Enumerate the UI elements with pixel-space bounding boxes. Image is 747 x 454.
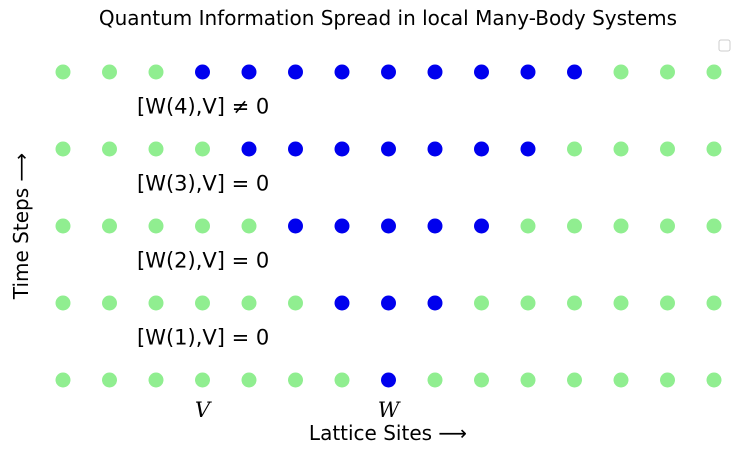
inactive-site-dot [474,372,489,388]
inactive-site-dot [241,295,257,311]
inactive-site-dot [660,141,675,157]
inactive-site-dot [55,218,71,234]
commutator-annotation: [W(3),V] = 0 [137,172,269,196]
inactive-site-dot [706,218,722,234]
inactive-site-dot [241,218,257,234]
inactive-site-dot [148,141,164,157]
active-site-dot [288,141,303,157]
inactive-site-dot [567,141,582,157]
inactive-site-dot [102,218,117,234]
active-site-dot [381,218,396,234]
lattice-dots [55,64,722,388]
inactive-site-dot [567,295,582,311]
active-site-dot [288,64,303,80]
active-site-dot [334,64,350,80]
inactive-site-dot [148,372,164,388]
inactive-site-dot [288,295,303,311]
inactive-site-dot [427,372,443,388]
inactive-site-dot [613,141,629,157]
chart-title: Quantum Information Spread in local Many… [99,6,677,30]
active-site-dot [520,64,536,80]
inactive-site-dot [102,372,117,388]
inactive-site-dot [520,295,536,311]
inactive-site-dot [474,295,489,311]
inactive-site-dot [613,372,629,388]
inactive-site-dot [195,372,210,388]
active-site-dot [474,141,489,157]
inactive-site-dot [195,141,210,157]
active-site-dot [427,141,443,157]
y-axis-label: Time Steps ⟶ [9,153,33,300]
inactive-site-dot [55,295,71,311]
inactive-site-dot [613,295,629,311]
inactive-site-dot [567,372,582,388]
inactive-site-dot [613,64,629,80]
active-site-dot [334,218,350,234]
active-site-dot [288,218,303,234]
inactive-site-dot [102,64,117,80]
active-site-dot [520,141,536,157]
inactive-site-dot [334,372,350,388]
active-site-dot [381,295,396,311]
active-site-dot [427,64,443,80]
inactive-site-dot [567,218,582,234]
active-site-dot [381,64,396,80]
active-site-dot [241,64,257,80]
active-site-dot [334,141,350,157]
inactive-site-dot [55,64,71,80]
inactive-site-dot [660,372,675,388]
commutator-annotation: [W(2),V] = 0 [137,249,269,273]
legend-box [718,39,731,52]
active-site-dot [381,141,396,157]
inactive-site-dot [195,295,210,311]
inactive-site-dot [148,64,164,80]
active-site-dot [474,64,489,80]
commutator-annotation: [W(1),V] = 0 [137,326,269,350]
inactive-site-dot [706,295,722,311]
inactive-site-dot [706,372,722,388]
x-axis-label: Lattice Sites ⟶ [309,421,467,445]
active-site-dot [334,295,350,311]
site-label-v: V [195,398,212,422]
inactive-site-dot [520,218,536,234]
inactive-site-dot [102,295,117,311]
active-site-dot [567,64,582,80]
inactive-site-dot [706,141,722,157]
active-site-dot [427,218,443,234]
inactive-site-dot [706,64,722,80]
inactive-site-dot [241,372,257,388]
inactive-site-dot [148,295,164,311]
inactive-site-dot [288,372,303,388]
active-site-dot [241,141,257,157]
commutator-annotations: [W(1),V] = 0 [W(2),V] = 0 [W(3),V] = 0 [W(4… [137,95,269,350]
commutator-annotation: [W(4),V] ≠ 0 [137,95,269,119]
inactive-site-dot [660,218,675,234]
inactive-site-dot [195,218,210,234]
inactive-site-dot [613,218,629,234]
inactive-site-dot [55,141,71,157]
inactive-site-dot [55,372,71,388]
site-label-w: W [378,398,402,422]
inactive-site-dot [660,64,675,80]
inactive-site-dot [148,218,164,234]
active-site-dot [474,218,489,234]
inactive-site-dot [660,295,675,311]
active-site-dot [195,64,210,80]
active-site-dot [427,295,443,311]
active-site-dot [381,372,396,388]
inactive-site-dot [520,372,536,388]
inactive-site-dot [102,141,117,157]
